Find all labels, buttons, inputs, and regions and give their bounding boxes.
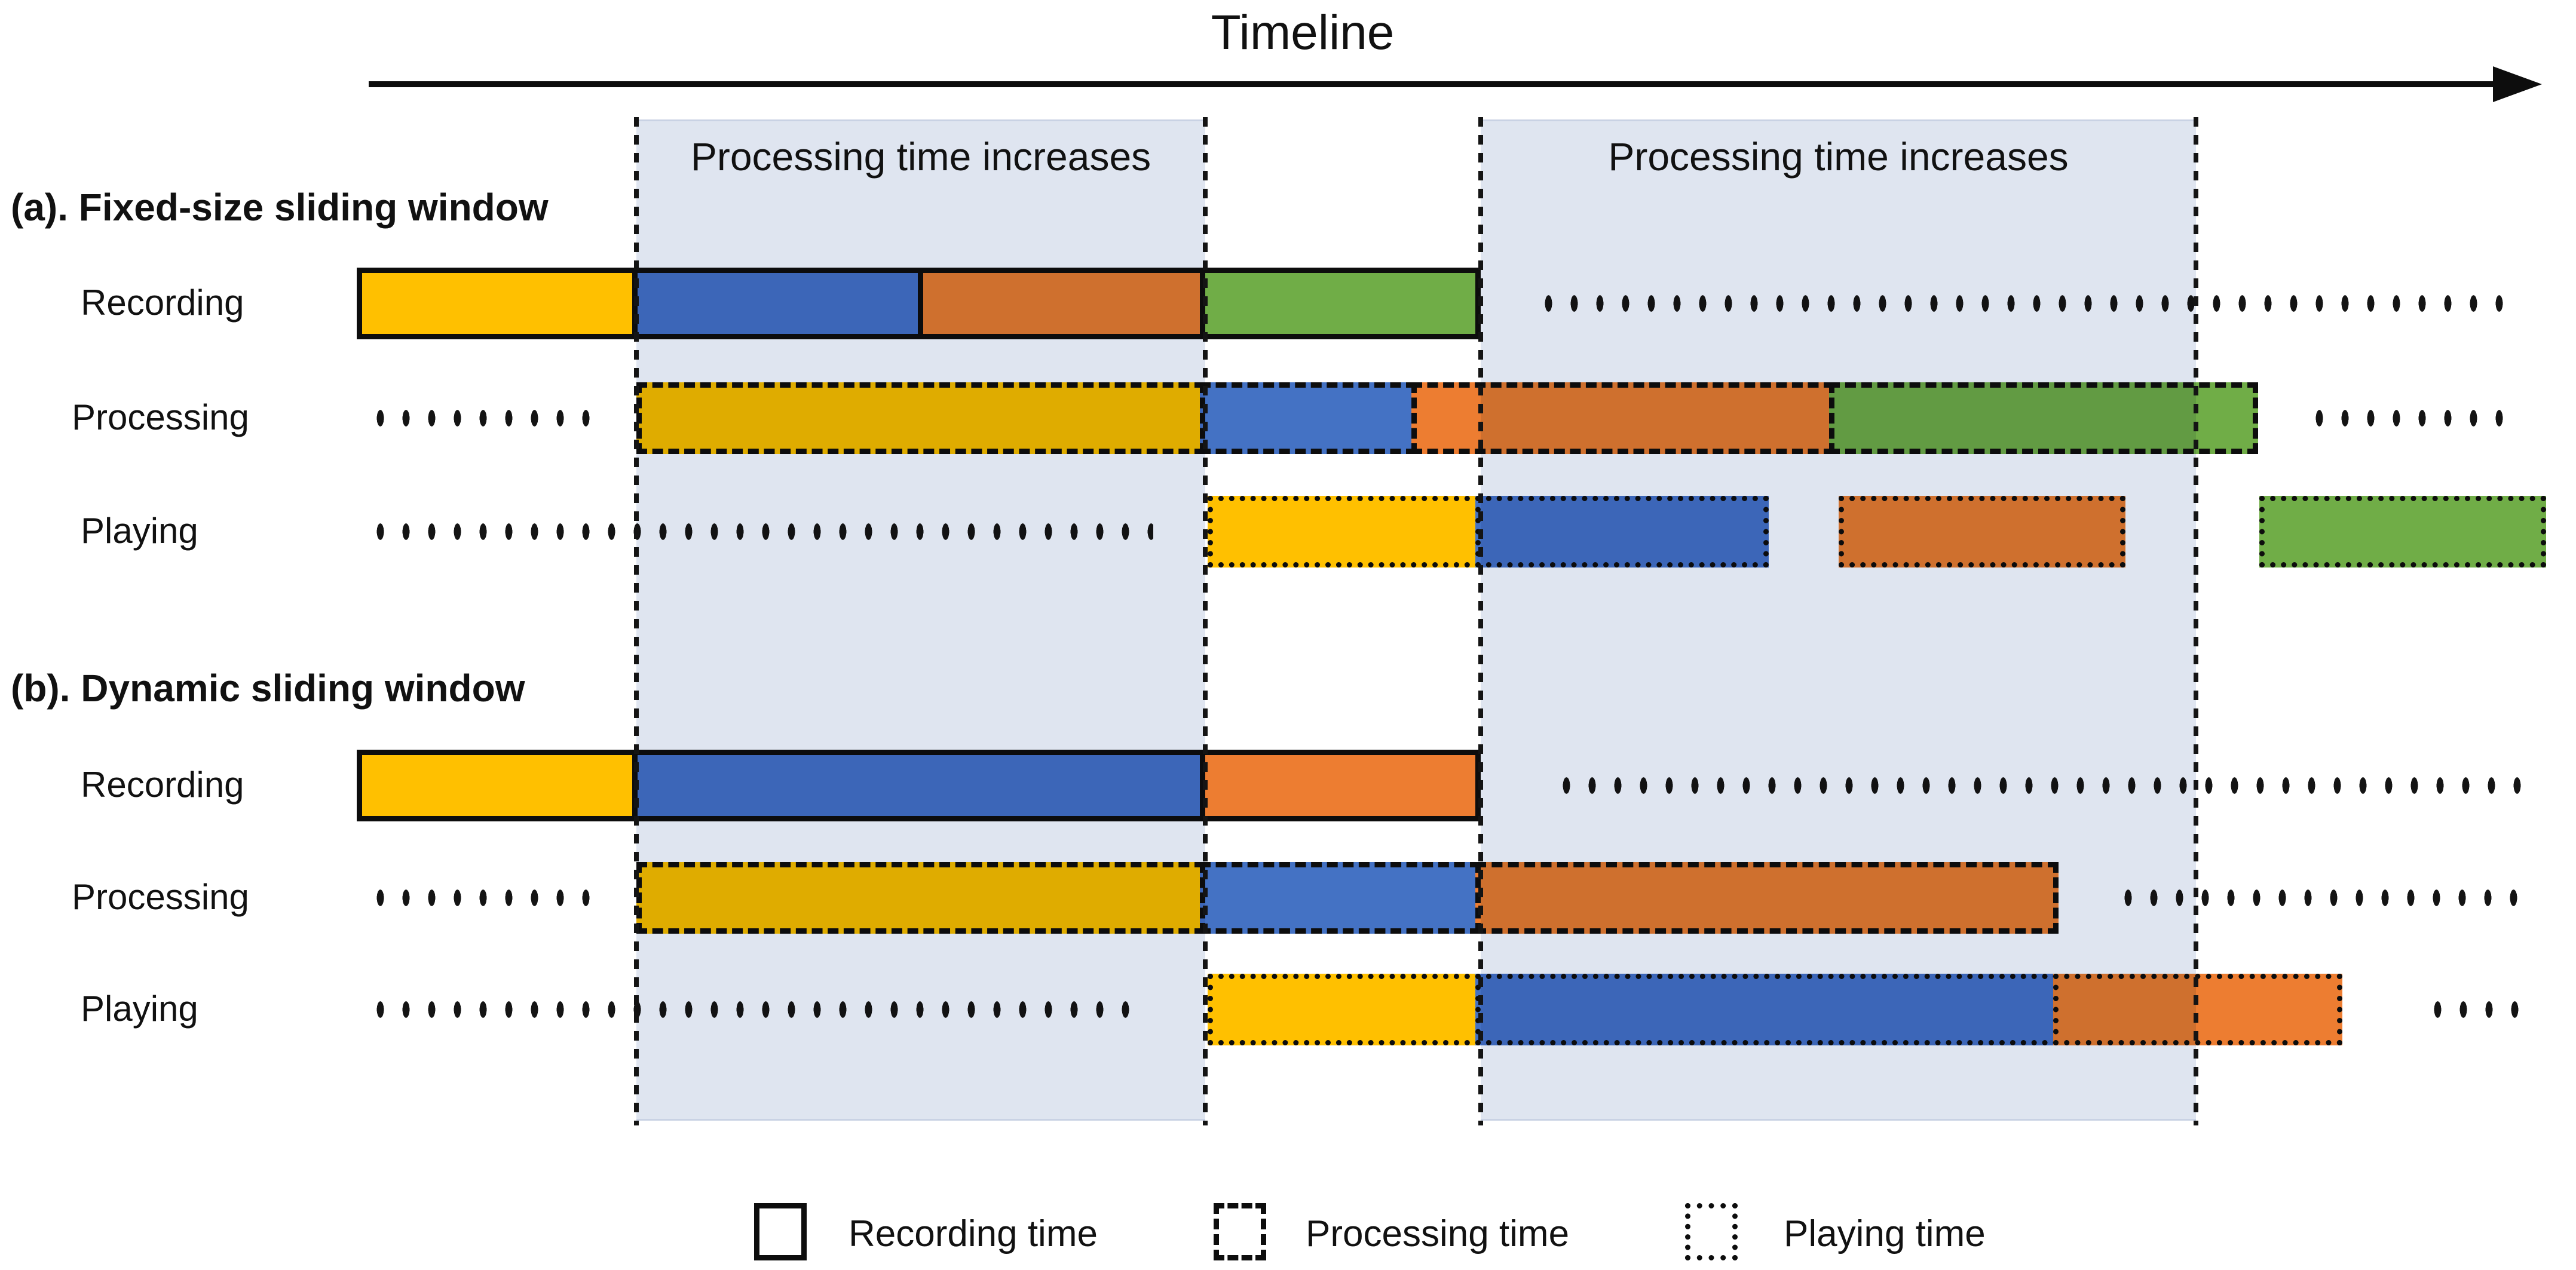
timeline-arrow-line [369, 81, 2493, 87]
processing-blue-segment [1200, 862, 1481, 934]
legend-dashed-swatch [1214, 1203, 1266, 1260]
legend-label-solid: Recording time [849, 1213, 1098, 1254]
region-label: Processing time increases [1608, 134, 2069, 179]
recording-green-segment [1200, 268, 1481, 339]
processing-blue-segment [1200, 382, 1417, 454]
row-label-recording: Recording [81, 283, 244, 323]
region-left-dotted-line [1478, 117, 1483, 1125]
row-label-processing: Processing [72, 877, 249, 917]
row-label-processing: Processing [72, 397, 249, 437]
region-label: Processing time increases [690, 134, 1151, 179]
row-label-playing: Playing [81, 511, 198, 551]
row-label-recording: Recording [81, 765, 244, 805]
region-left-dotted-line [634, 117, 639, 1125]
recording-orange-segment [1200, 750, 1481, 821]
timeline-arrow-head-icon [2493, 66, 2542, 102]
recording-yellow-segment [357, 750, 638, 821]
playing-yellow-segment [1208, 974, 1481, 1045]
legend-label-dotted: Playing time [1784, 1213, 1986, 1254]
processing-increase-region [1481, 119, 2196, 1121]
processing-continuation-dots [2307, 409, 2516, 427]
row-label-playing: Playing [81, 989, 198, 1029]
playing-green-segment [2259, 496, 2546, 567]
playing-yellow-segment [1208, 496, 1481, 567]
legend-solid-swatch [754, 1203, 807, 1260]
region-right-dotted-line [2194, 117, 2198, 1125]
playing-continuation-dots [2425, 1001, 2525, 1019]
processing-increase-region [636, 119, 1205, 1121]
legend-label-dashed: Processing time [1306, 1213, 1570, 1254]
legend-dotted-swatch [1685, 1203, 1738, 1260]
timeline-title: Timeline [1211, 5, 1395, 60]
section-label: (b). Dynamic sliding window [11, 667, 525, 710]
processing-continuation-dots [367, 409, 592, 427]
region-right-dotted-line [1203, 117, 1208, 1125]
recording-yellow-segment [357, 268, 638, 339]
processing-continuation-dots [367, 889, 592, 907]
section-label: (a). Fixed-size sliding window [11, 186, 549, 229]
